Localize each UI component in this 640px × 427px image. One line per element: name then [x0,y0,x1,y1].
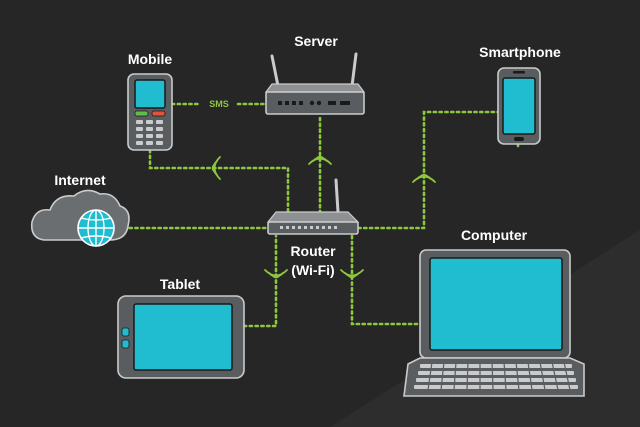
keyboard [414,364,578,389]
wifi-icon [340,269,364,279]
computer-device [403,249,585,397]
router-device [266,178,360,235]
mobile-device [127,73,173,151]
link-mobile-router [148,148,290,214]
wifi-icon [211,156,221,180]
label-mobile: Mobile [128,51,173,67]
label-computer: Computer [461,227,528,243]
server-device [264,52,366,115]
keyboard-gaps [427,361,571,391]
link-computer-router [350,234,422,326]
wifi-icon [264,269,288,279]
smartphone-device [497,67,541,145]
label-internet: Internet [54,172,106,188]
antenna-icon [270,54,280,88]
label-router-wifi: (Wi-Fi) [291,262,334,278]
wifi-icon [412,173,436,183]
internet-device [30,189,130,247]
globe-icon [77,209,115,247]
link-tablet-router [242,234,278,328]
label-smartphone: Smartphone [479,44,561,60]
label-tablet: Tablet [160,276,201,292]
label-sms: SMS [209,99,229,109]
antenna-icon [334,178,340,214]
tablet-device [117,295,245,379]
label-server: Server [294,33,338,49]
wifi-icon [308,155,332,165]
label-router: Router [290,243,336,259]
antenna-icon [350,52,358,88]
